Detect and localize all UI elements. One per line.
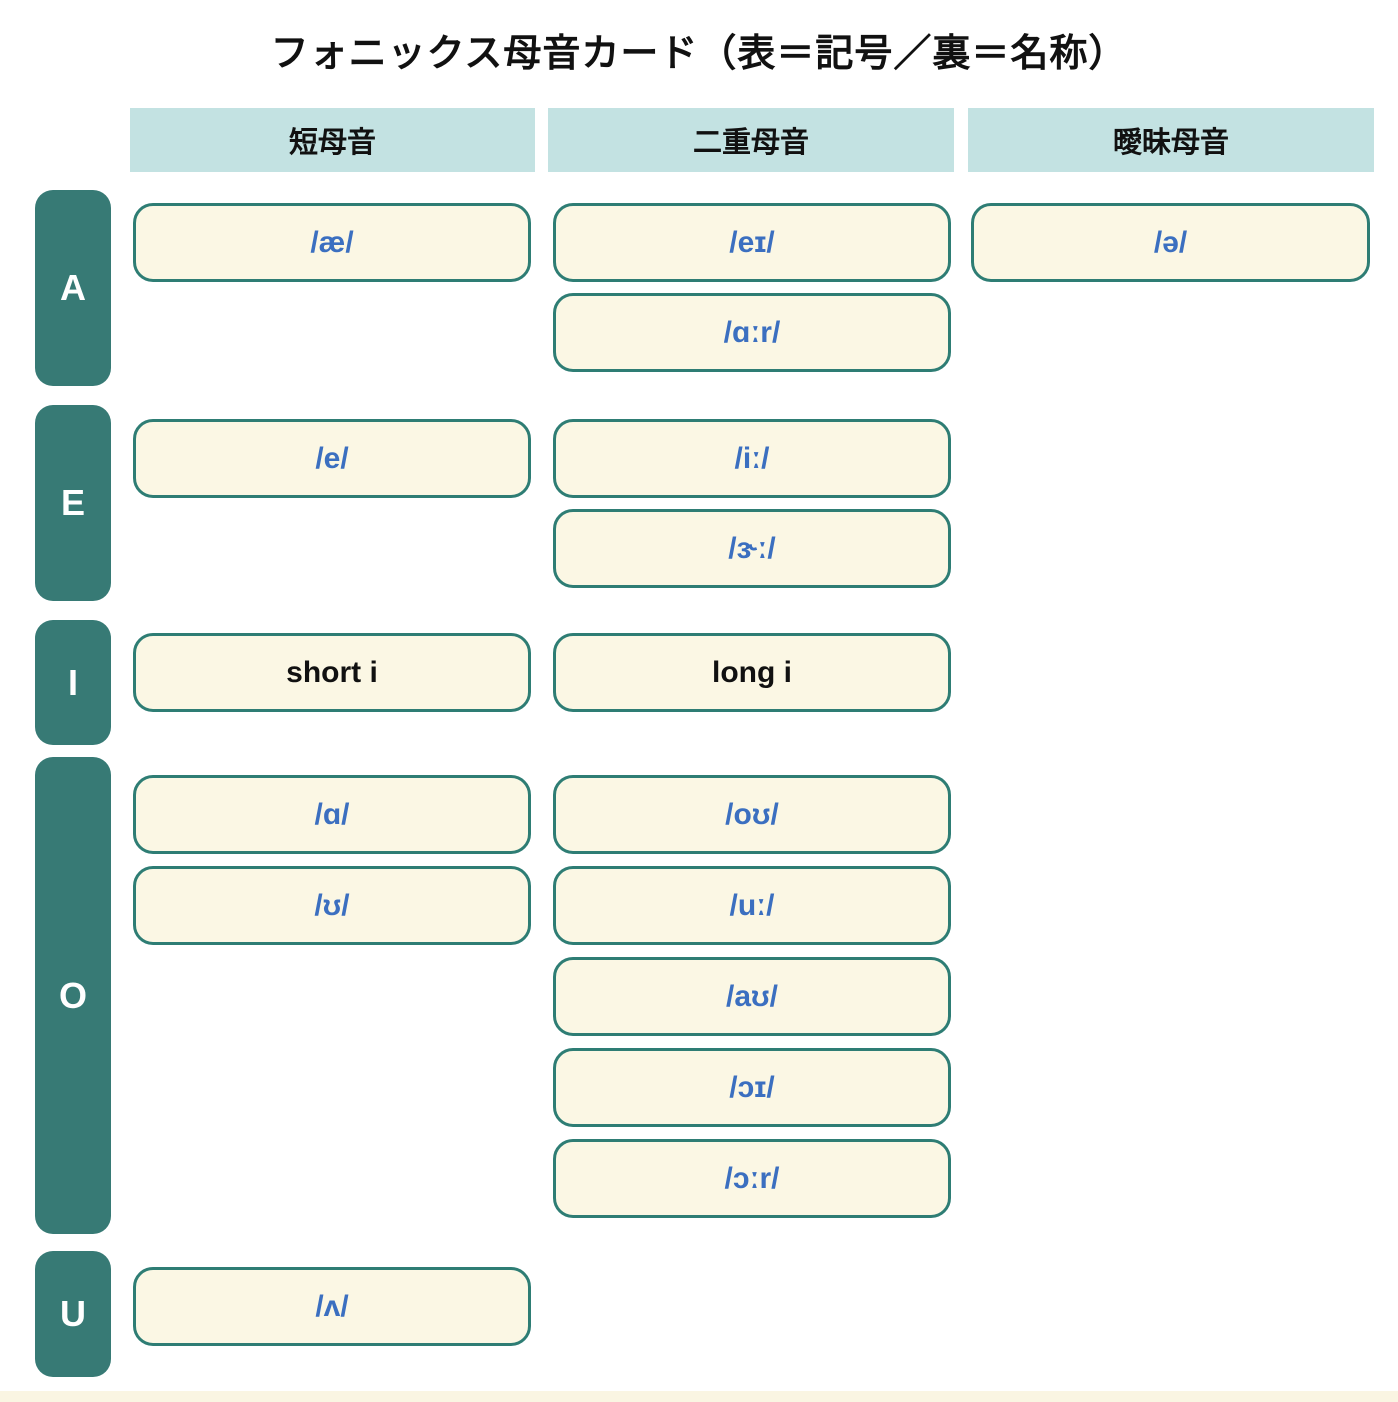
card-o-diphthong-oi[interactable]: /ɔɪ/: [553, 1048, 951, 1127]
card-o-diphthong-ou[interactable]: /oʊ/: [553, 775, 951, 854]
row-label-u: U: [35, 1251, 111, 1377]
card-a-schwa[interactable]: /ə/: [971, 203, 1370, 282]
card-i-long-i-name[interactable]: long i: [553, 633, 951, 712]
row-label-e: E: [35, 405, 111, 601]
column-header-short-vowel: 短母音: [130, 108, 535, 172]
card-o-short-a[interactable]: /ɑ/: [133, 775, 531, 854]
page-title: フォニックス母音カード（表＝記号／裏＝名称）: [270, 33, 1128, 75]
card-o-diphthong-au[interactable]: /aʊ/: [553, 957, 951, 1036]
card-e-diphthong-er[interactable]: /ɝː/: [553, 509, 951, 588]
card-a-short-ae[interactable]: /æ/: [133, 203, 531, 282]
card-u-short-caret[interactable]: /ʌ/: [133, 1267, 531, 1346]
row-label-o: O: [35, 757, 111, 1234]
column-header-schwa: 曖昧母音: [968, 108, 1374, 172]
row-label-a: A: [35, 190, 111, 386]
row-label-i: I: [35, 620, 111, 745]
card-a-diphthong-ar[interactable]: /ɑːr/: [553, 293, 951, 372]
card-i-short-i-name[interactable]: short i: [133, 633, 531, 712]
card-o-diphthong-or[interactable]: /ɔːr/: [553, 1139, 951, 1218]
card-o-diphthong-uu[interactable]: /uː/: [553, 866, 951, 945]
card-a-diphthong-ei[interactable]: /eɪ/: [553, 203, 951, 282]
card-e-short-e[interactable]: /e/: [133, 419, 531, 498]
card-e-diphthong-ii[interactable]: /iː/: [553, 419, 951, 498]
partial-next-row-edge: [0, 1391, 1398, 1402]
card-o-short-u-hook[interactable]: /ʊ/: [133, 866, 531, 945]
column-header-diphthong: 二重母音: [548, 108, 954, 172]
